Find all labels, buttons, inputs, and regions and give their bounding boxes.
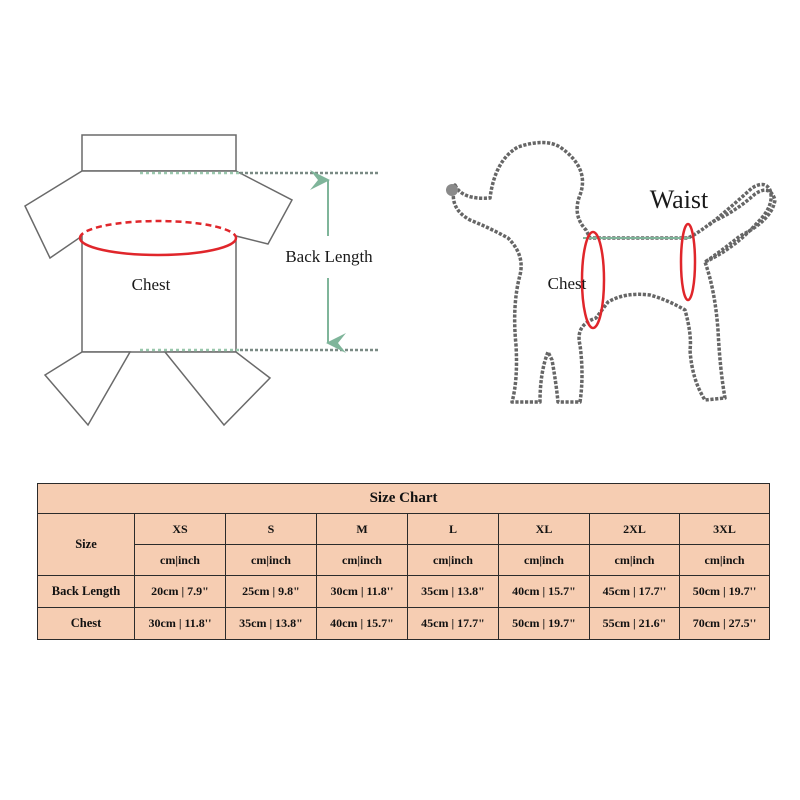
back-length-3xl: 50cm | 19.7'' <box>678 575 771 608</box>
chest-ellipse-front <box>78 237 238 257</box>
chest-row: Chest 30cm | 11.8'' 35cm | 13.8" 40cm | … <box>37 607 771 640</box>
back-length-row-label: Back Length <box>37 575 135 608</box>
back-length-guides <box>140 170 380 353</box>
dog-chest-label: Chest <box>548 274 587 293</box>
back-length-l: 35cm | 13.8" <box>407 575 499 608</box>
title-row: Size Chart <box>36 483 771 514</box>
chest-2xl: 55cm | 21.6" <box>589 607 680 640</box>
chest-3xl: 70cm | 27.5'' <box>678 607 771 640</box>
measurement-diagrams: Chest Back Length Waist Chest <box>24 134 777 427</box>
unit-cell: cm|inch <box>589 544 680 576</box>
dog-measure-lines <box>580 222 697 330</box>
back-length-xl: 40cm | 15.7" <box>498 575 590 608</box>
shirt-top-outline <box>24 170 294 353</box>
chest-m: 40cm | 15.7" <box>316 607 408 640</box>
size-xs: XS <box>134 513 226 545</box>
dog-chest-ring <box>580 230 606 330</box>
dog-tail <box>704 182 773 264</box>
size-3xl: 3XL <box>678 513 771 545</box>
chest-l: 45cm | 17.7" <box>407 607 499 640</box>
back-length-label: Back Length <box>285 247 373 266</box>
dog-outline <box>451 140 777 404</box>
unit-cell: cm|inch <box>407 544 499 576</box>
unit-cell: cm|inch <box>225 544 317 576</box>
size-header: Size <box>37 513 135 576</box>
size-m: M <box>316 513 408 545</box>
dog-waist-label: Waist <box>650 185 709 214</box>
chest-s: 35cm | 13.8" <box>225 607 317 640</box>
back-length-row: Back Length 20cm | 7.9" 25cm | 9.8" 30cm… <box>37 575 771 608</box>
unit-cell: cm|inch <box>134 544 226 576</box>
shirt-collar <box>81 134 237 172</box>
chest-ellipse-back <box>78 219 238 239</box>
back-length-s: 25cm | 9.8" <box>225 575 317 608</box>
size-xl: XL <box>498 513 590 545</box>
shirt-left-leg <box>43 351 132 427</box>
size-s: S <box>225 513 317 545</box>
chest-xs: 30cm | 11.8'' <box>134 607 226 640</box>
size-chart-title: Size Chart <box>36 483 771 514</box>
back-length-2xl: 45cm | 17.7'' <box>589 575 680 608</box>
dog-nose-icon <box>446 184 458 196</box>
unit-row: cm|inch cm|inch cm|inch cm|inch cm|inch … <box>38 544 771 576</box>
size-name-row: Size XS S M L XL 2XL 3XL <box>37 513 771 576</box>
dog-diagram <box>451 140 777 404</box>
dog-waist-ring <box>679 222 697 302</box>
size-l: L <box>407 513 499 545</box>
size-chart-table: Size Chart Size XS S M L XL 2XL 3XL cm|i… <box>36 483 771 640</box>
shirt-diagram <box>24 134 294 427</box>
size-2xl: 2XL <box>589 513 680 545</box>
shirt-chest-label: Chest <box>132 275 171 294</box>
back-length-xs: 20cm | 7.9" <box>134 575 226 608</box>
back-length-m: 30cm | 11.8'' <box>316 575 408 608</box>
chest-row-label: Chest <box>37 607 135 640</box>
unit-cell: cm|inch <box>498 544 590 576</box>
unit-cell: cm|inch <box>316 544 408 576</box>
shirt-chest-measure <box>78 219 238 257</box>
chest-xl: 50cm | 19.7" <box>498 607 590 640</box>
shirt-right-leg <box>163 351 272 427</box>
unit-cell: cm|inch <box>678 544 771 576</box>
